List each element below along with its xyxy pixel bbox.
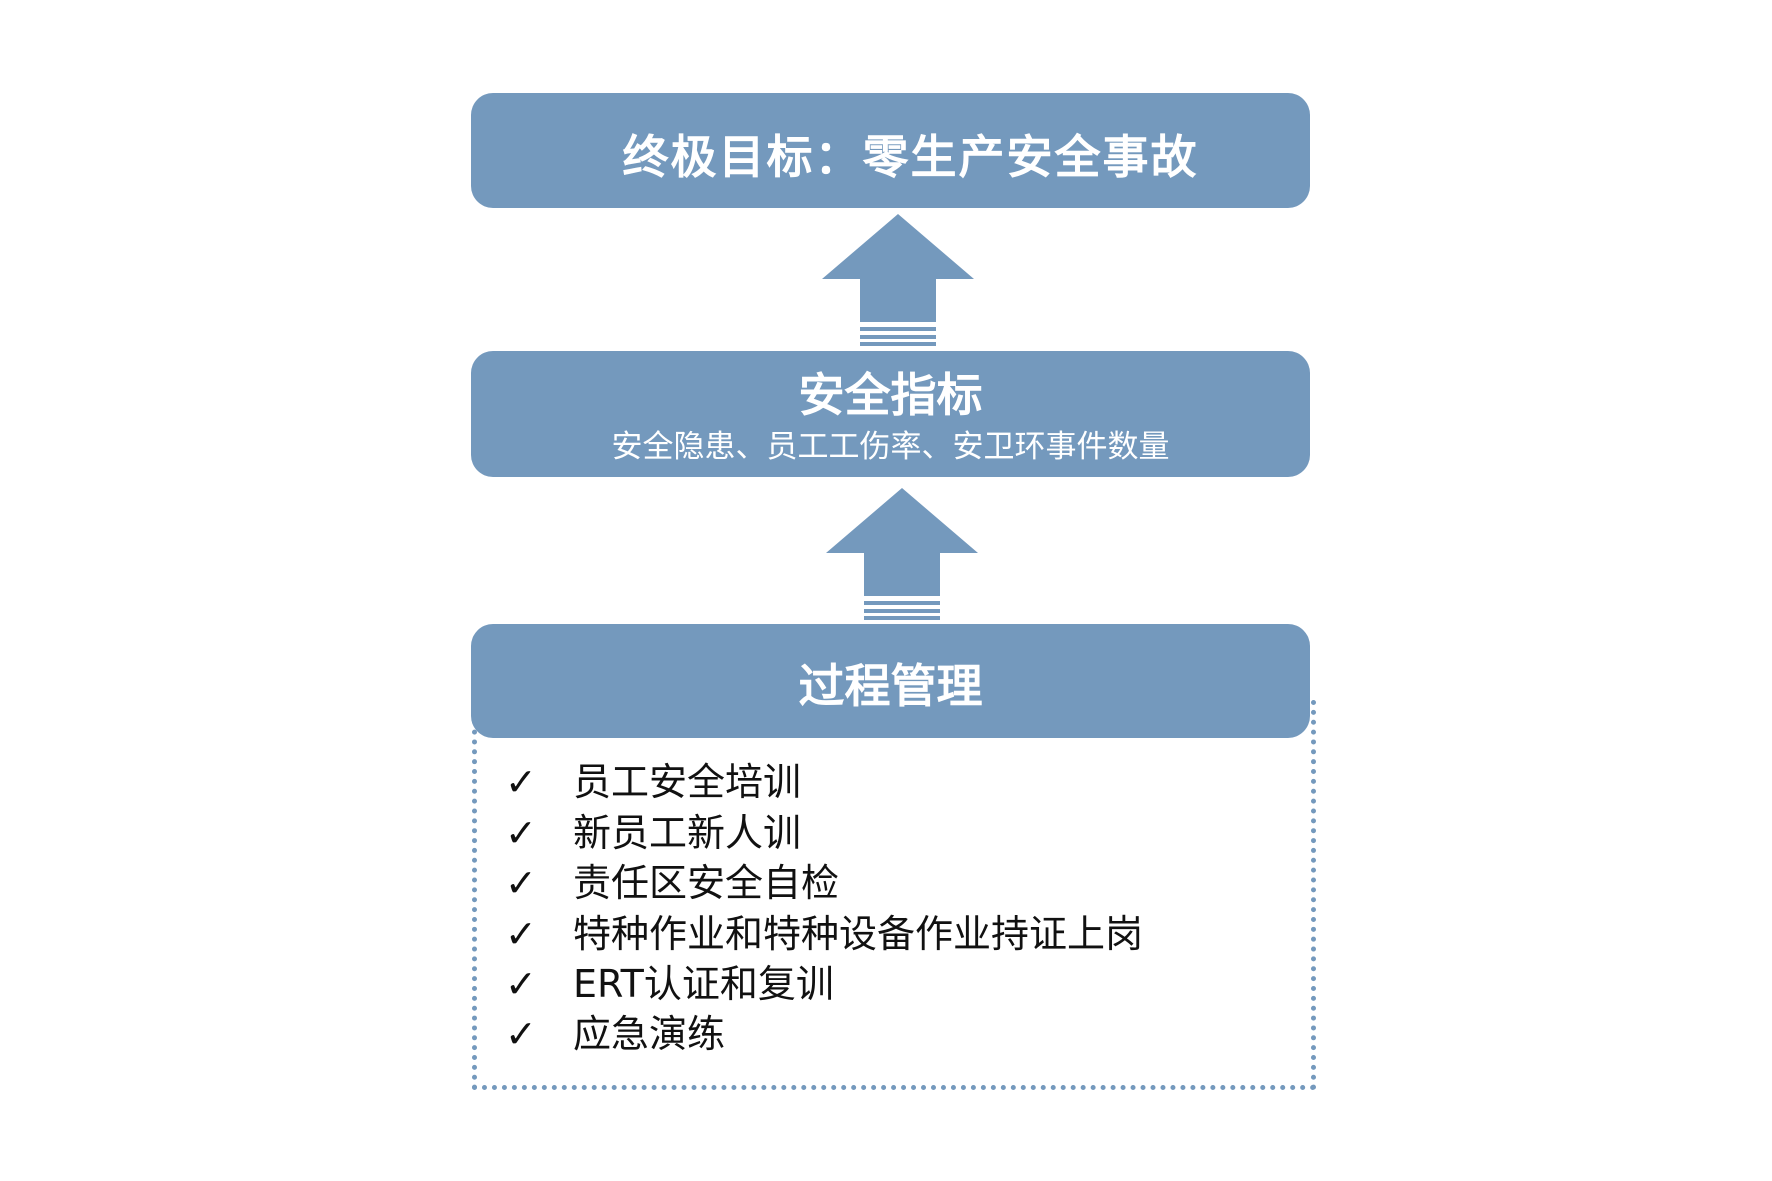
list-item-text: 应急演练 (573, 1012, 726, 1056)
check-icon: ✓ (505, 1012, 537, 1056)
goal-title: 终极目标：零生产安全事故 (622, 130, 1199, 184)
process-title: 过程管理 (798, 659, 983, 713)
check-icon: ✓ (505, 811, 537, 855)
process-list-frame (472, 700, 1316, 1090)
up-arrow-icon (822, 214, 974, 346)
up-arrow-icon (826, 488, 978, 620)
check-icon: ✓ (505, 962, 537, 1006)
check-icon: ✓ (505, 861, 537, 905)
check-icon: ✓ (505, 912, 537, 956)
list-item-text: 员工安全培训 (573, 760, 802, 804)
process-box: 过程管理 (471, 624, 1310, 738)
list-item-text: ERT认证和复训 (573, 962, 834, 1006)
indicators-box: 安全指标 安全隐患、员工工伤率、安卫环事件数量 (471, 351, 1310, 477)
indicators-title: 安全指标 (798, 368, 983, 422)
list-item-text: 新员工新人训 (573, 811, 802, 855)
check-icon: ✓ (505, 760, 537, 804)
list-item-text: 责任区安全自检 (573, 861, 840, 905)
indicators-subtitle: 安全隐患、员工工伤率、安卫环事件数量 (611, 429, 1170, 465)
list-item-text: 特种作业和特种设备作业持证上岗 (573, 912, 1144, 956)
goal-box: 终极目标：零生产安全事故 (471, 93, 1310, 208)
